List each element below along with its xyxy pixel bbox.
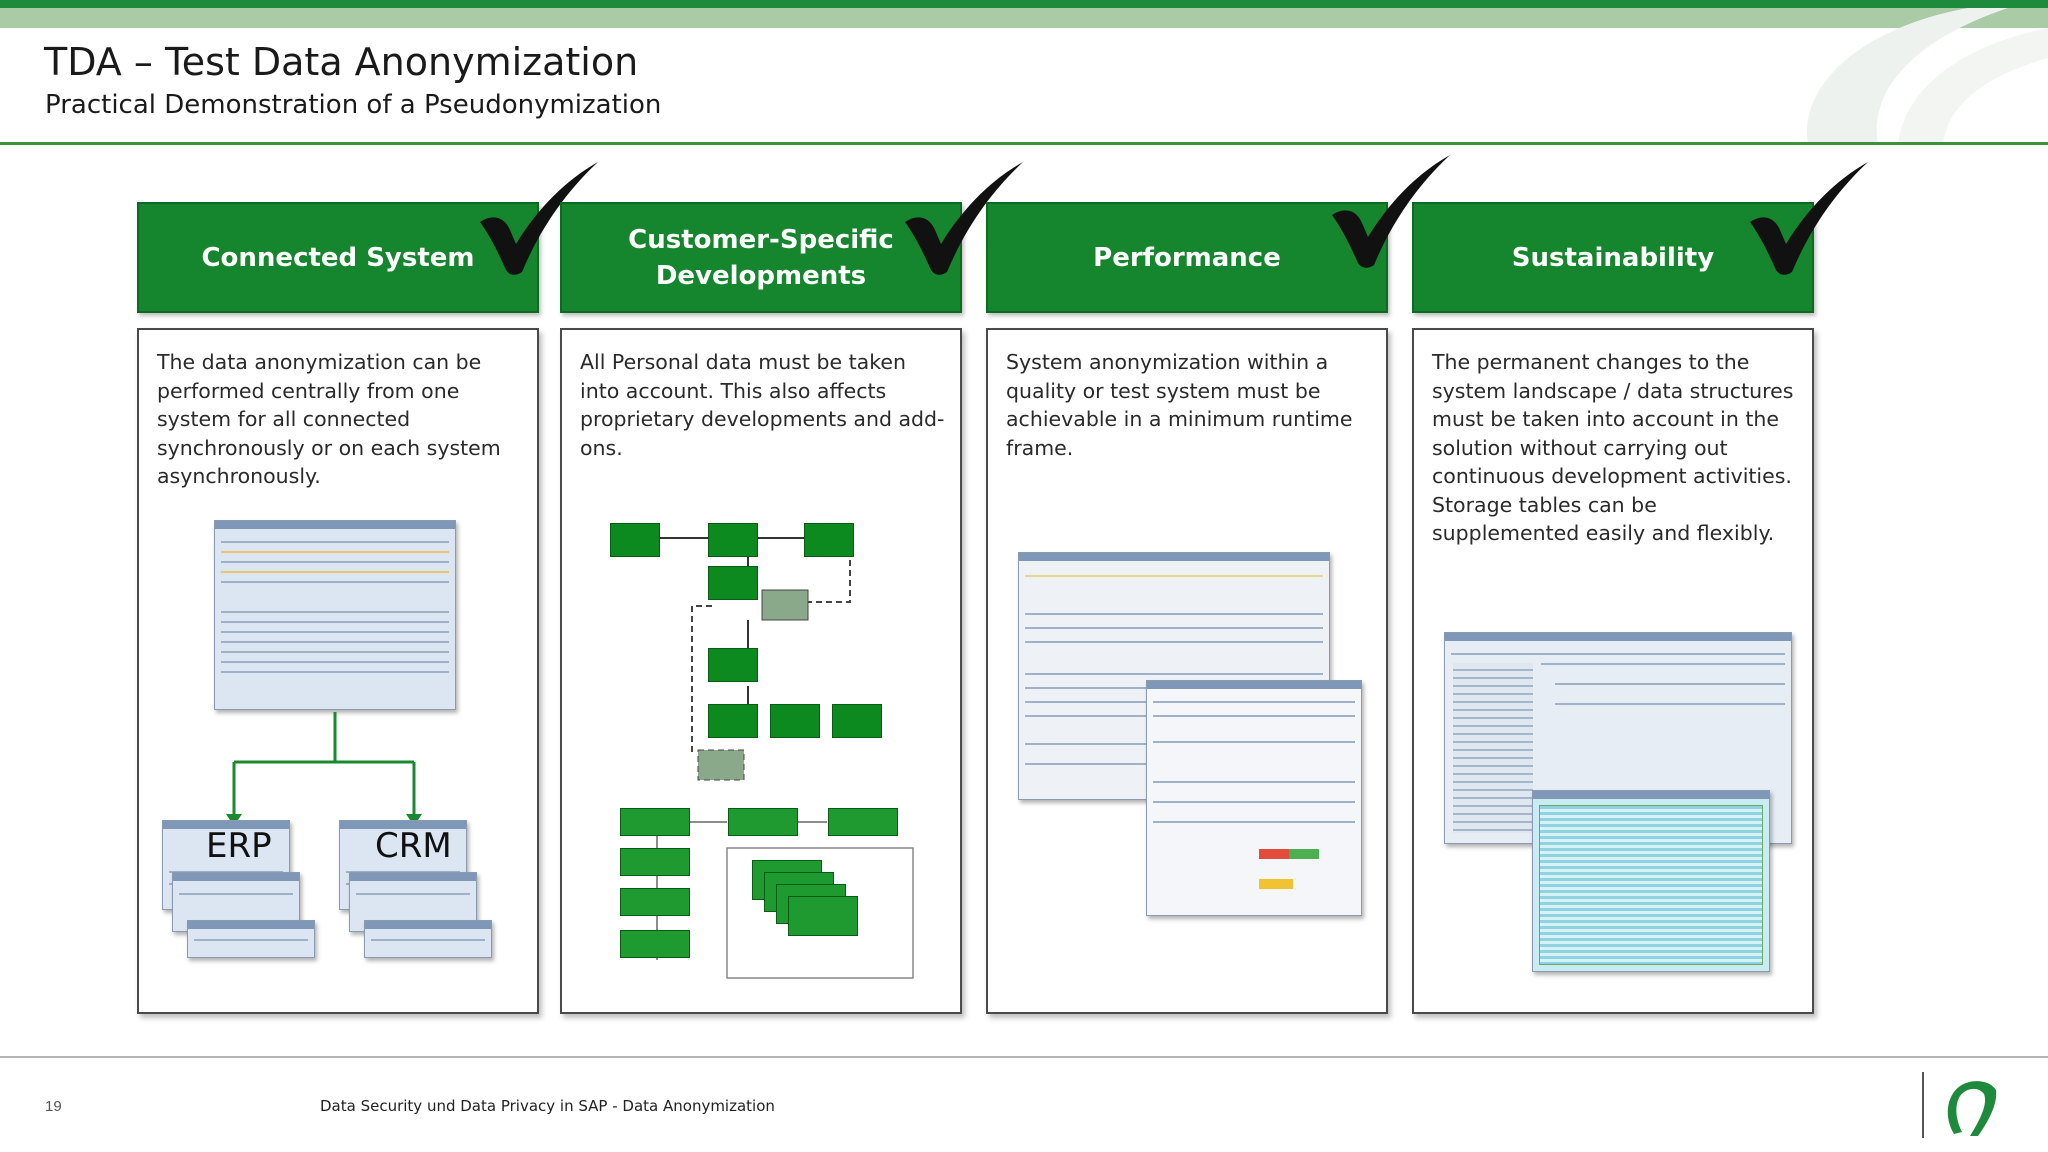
checkmark-icon: [480, 162, 598, 275]
diagram-node: [708, 523, 758, 557]
column-text: The permanent changes to the system land…: [1432, 350, 1794, 545]
column-text: All Personal data must be taken into acc…: [580, 350, 945, 460]
column-heading-connected-system: Connected System: [137, 202, 539, 313]
footer-rule: [0, 1056, 2048, 1058]
checkmark-icon: [1750, 162, 1868, 275]
custom-objects-diagram: [654, 537, 851, 781]
system-connector-arrows: [226, 712, 422, 826]
process-step: [620, 848, 690, 876]
crm-label: CRM: [375, 826, 452, 866]
column-card-sustainability: The permanent changes to the system land…: [1412, 328, 1814, 1014]
process-step: [620, 808, 690, 836]
natuvion-logo-icon: [1947, 1081, 1997, 1136]
checkmark-icon: [1332, 155, 1450, 268]
page-title: TDA – Test Data Anonymization: [44, 40, 639, 84]
diagram-node: [804, 523, 854, 557]
column-card-performance: System anonymization within a quality or…: [986, 328, 1388, 1014]
process-step: [828, 808, 898, 836]
runtime-screenshot-2: [1146, 680, 1362, 916]
column-heading-sustainability: Sustainability: [1412, 202, 1814, 313]
diagram-node: [708, 704, 758, 738]
top-accent-bar: [0, 0, 2048, 8]
crm-screenshot-3: [364, 920, 492, 958]
erp-label: ERP: [206, 826, 272, 866]
process-step: [728, 808, 798, 836]
erp-screenshot-3: [187, 920, 315, 958]
process-step: [620, 888, 690, 916]
column-text: The data anonymization can be performed …: [157, 350, 501, 488]
central-system-screenshot: [214, 520, 456, 710]
process-step: [620, 930, 690, 958]
page-number: 19: [45, 1098, 62, 1115]
logo-separator: [1922, 1072, 1924, 1138]
top-accent-band: [0, 8, 2048, 28]
diagram-node: [770, 704, 820, 738]
diagram-node: [708, 566, 758, 600]
page-subtitle: Practical Demonstration of a Pseudonymiz…: [45, 90, 662, 120]
header-rule: [0, 142, 2048, 145]
column-card-customer-specific: All Personal data must be taken into acc…: [560, 328, 962, 1014]
diagram-node: [832, 704, 882, 738]
table-stack: [788, 896, 858, 936]
column-card-connected-system: The data anonymization can be performed …: [137, 328, 539, 1014]
diagram-node: [708, 648, 758, 682]
column-heading-performance: Performance: [986, 202, 1388, 313]
checkmark-icon: [905, 162, 1023, 275]
decorative-swoosh: [1806, 8, 2048, 144]
column-text: System anonymization within a quality or…: [1006, 350, 1353, 460]
storage-table-screenshot: [1532, 790, 1770, 972]
diagram-node: [610, 523, 660, 557]
footer-text: Data Security und Data Privacy in SAP - …: [320, 1097, 775, 1115]
